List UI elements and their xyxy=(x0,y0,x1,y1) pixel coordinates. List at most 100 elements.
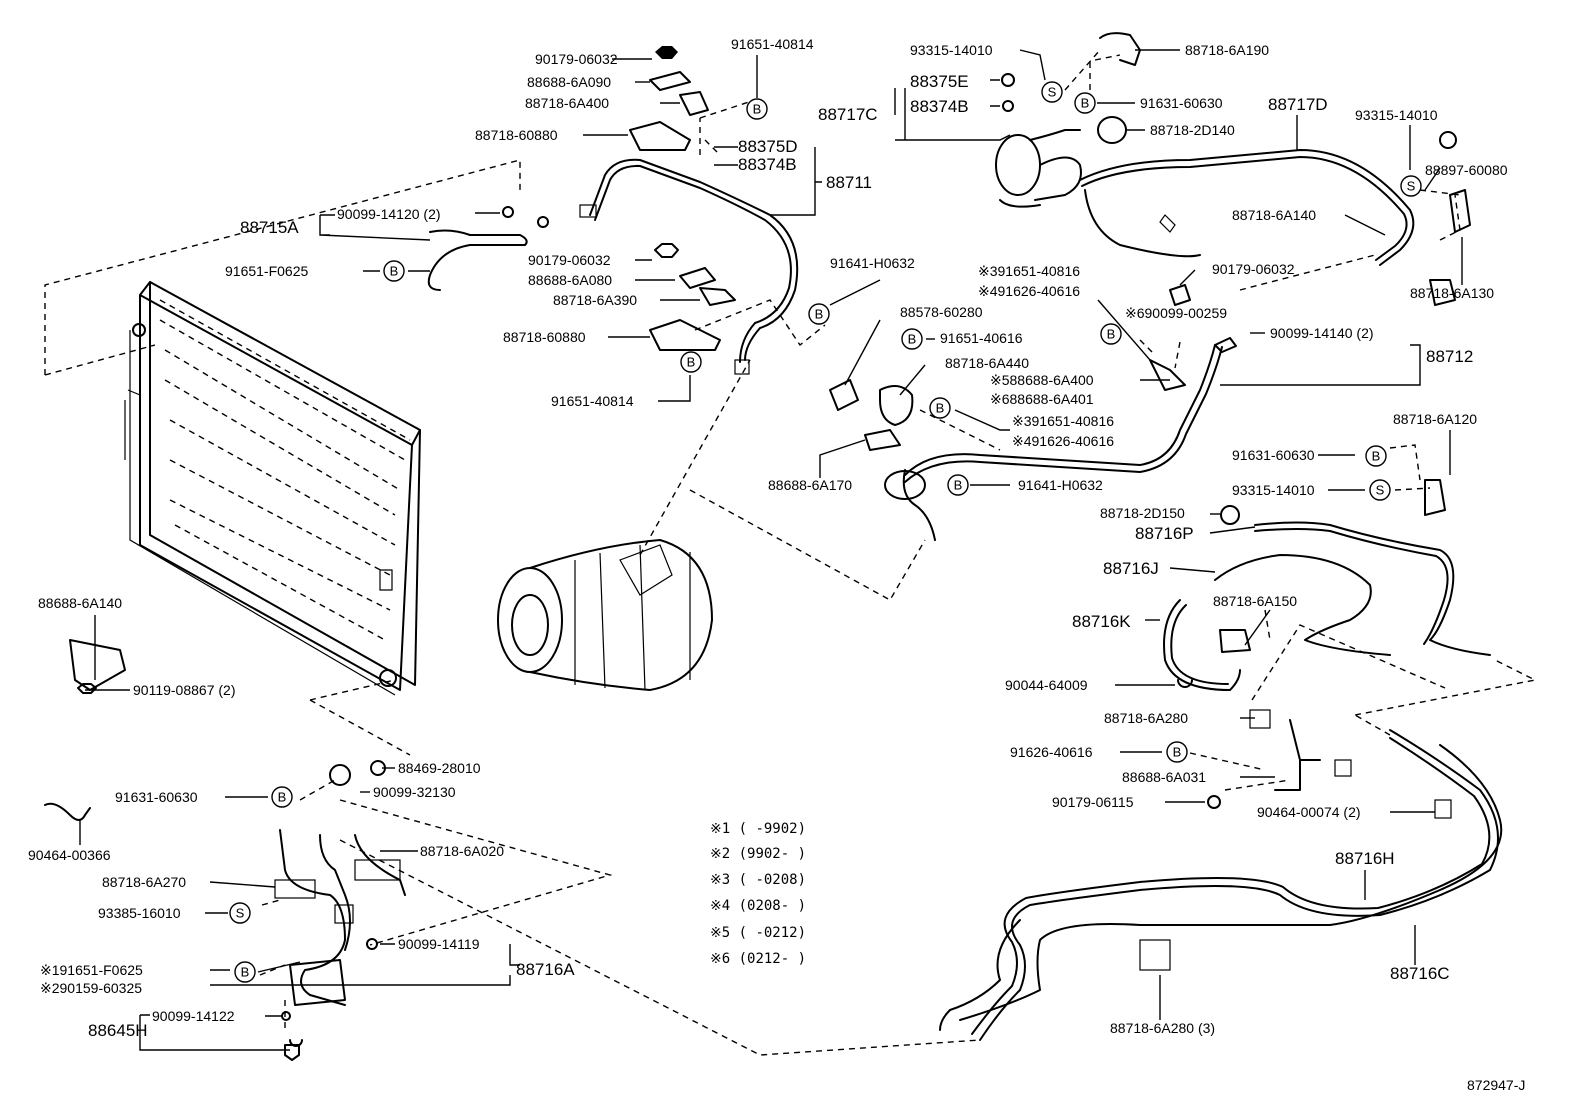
part-label: 90099-14122 xyxy=(152,1008,235,1024)
part-label: 91631-60630 xyxy=(115,789,198,805)
bolt-symbol xyxy=(1100,323,1122,345)
part-label: 88718-6A270 xyxy=(102,874,186,890)
condenser-drawing xyxy=(124,281,421,696)
part-label: ※491626-40616 xyxy=(978,283,1080,299)
part-label: 90179-06032 xyxy=(528,252,611,268)
part-label: 88718-6A190 xyxy=(1185,42,1269,58)
part-label: ※688688-6A401 xyxy=(990,391,1094,407)
svg-text:B: B xyxy=(1081,96,1090,111)
footnote: ※1 ( -9902) xyxy=(710,821,806,837)
part-label: 88712 xyxy=(1426,347,1473,366)
svg-text:S: S xyxy=(236,906,245,921)
footnote: ※4 (0208- ) xyxy=(710,898,806,914)
pipe-88712 xyxy=(884,337,1237,541)
part-label: 90119-08867 (2) xyxy=(133,682,235,698)
part-label: 91626-40616 xyxy=(1010,744,1093,760)
part-label: 88718-6A120 xyxy=(1393,411,1477,427)
screw-symbol xyxy=(1400,175,1422,197)
part-label: 93315-14010 xyxy=(1355,107,1438,123)
part-label: ※588688-6A400 xyxy=(990,372,1094,388)
part-label: 88897-60080 xyxy=(1425,162,1508,178)
footnote: ※5 ( -0212) xyxy=(710,925,806,941)
part-label: 88717D xyxy=(1268,95,1328,114)
part-label: 88718-2D140 xyxy=(1150,122,1235,138)
part-label: ※391651-40816 xyxy=(978,263,1080,279)
bolt-symbol xyxy=(808,303,830,325)
pipe-88711 xyxy=(579,158,799,375)
pipe-88717C-receiver xyxy=(995,129,1415,266)
svg-text:B: B xyxy=(687,355,696,370)
footnote: ※6 (0212- ) xyxy=(710,951,806,967)
svg-text:B: B xyxy=(1372,449,1381,464)
part-label: 90464-00074 (2) xyxy=(1257,804,1361,820)
part-label: 88717C xyxy=(818,105,878,124)
dashed-guides xyxy=(44,49,1538,1056)
svg-text:B: B xyxy=(954,478,963,493)
part-label: 93385-16010 xyxy=(98,905,181,921)
bolt-symbol xyxy=(234,961,256,983)
part-label: 88716H xyxy=(1335,849,1395,868)
svg-text:B: B xyxy=(936,401,945,416)
part-label: 91651-40814 xyxy=(731,36,814,52)
part-label: 88718-6A400 xyxy=(525,95,609,111)
part-label: ※191651-F0625 xyxy=(40,962,143,978)
part-label: 88718-6A020 xyxy=(420,843,504,859)
screw-symbol xyxy=(1369,479,1391,501)
part-label: ※491626-40616 xyxy=(1012,433,1114,449)
part-label: 91641-H0632 xyxy=(830,255,915,271)
part-label: 91651-40616 xyxy=(940,330,1023,346)
bolt-symbol xyxy=(1166,741,1188,763)
leader-lines xyxy=(79,49,1463,1051)
part-label: 88688-6A140 xyxy=(38,595,122,611)
part-label: 88718-6A280 xyxy=(1104,710,1188,726)
part-label: 90179-06032 xyxy=(535,51,618,67)
part-label: 88688-6A170 xyxy=(768,477,852,493)
part-label: 91631-60630 xyxy=(1232,447,1315,463)
part-label: 90179-06032 xyxy=(1212,261,1295,277)
bolt-symbol xyxy=(901,328,923,350)
part-label: 88578-60280 xyxy=(900,304,983,320)
bolt-symbol xyxy=(271,786,293,808)
part-label: 90464-00366 xyxy=(28,847,111,863)
svg-text:B: B xyxy=(278,790,287,805)
part-label: 90179-06115 xyxy=(1052,794,1134,810)
part-label: 90099-14119 xyxy=(398,936,480,952)
part-label: ※391651-40816 xyxy=(1012,413,1114,429)
bolt-symbol xyxy=(947,474,969,496)
part-label: 88716C xyxy=(1390,964,1450,983)
part-label: 88374B xyxy=(738,155,797,174)
part-labels: 90179-06032 91651-40814 88688-6A090 8871… xyxy=(28,36,1508,1040)
bolt-symbol xyxy=(1365,445,1387,467)
part-label: 88374B xyxy=(910,97,969,116)
part-label: 88716A xyxy=(516,960,575,979)
part-label: 88688-6A031 xyxy=(1122,769,1206,785)
svg-text:B: B xyxy=(908,332,917,347)
svg-text:B: B xyxy=(815,307,824,322)
fittings xyxy=(77,32,1471,1047)
svg-text:B: B xyxy=(1107,327,1116,342)
pipe-88716-group xyxy=(939,521,1503,1041)
diagram-id: 872947-J xyxy=(1467,1077,1525,1093)
compressor-drawing xyxy=(497,539,713,691)
part-label: 88469-28010 xyxy=(398,760,481,776)
part-label: 88718-6A140 xyxy=(1232,207,1316,223)
part-label: 88718-60880 xyxy=(503,329,586,345)
circled-symbols: B B B B S B S B B B B B S B B S B xyxy=(229,81,1422,983)
part-label: 88715A xyxy=(240,218,299,237)
svg-text:S: S xyxy=(1407,179,1416,194)
part-label: 88718-6A150 xyxy=(1213,593,1297,609)
bolt-symbol xyxy=(929,397,951,419)
part-label: 88716P xyxy=(1135,524,1194,543)
date-footnotes: ※1 ( -9902) ※2 (9902- ) ※3 ( -0208) ※4 (… xyxy=(710,821,806,967)
part-label: 88375D xyxy=(738,137,798,156)
part-label: 88711 xyxy=(826,173,872,192)
footnote: ※3 ( -0208) xyxy=(710,872,806,888)
part-label: 88375E xyxy=(910,72,969,91)
screw-symbol xyxy=(229,902,251,924)
part-label: 90044-64009 xyxy=(1005,677,1088,693)
part-label: ※690099-00259 xyxy=(1125,305,1227,321)
part-label: 91641-H0632 xyxy=(1018,477,1103,493)
part-label: 93315-14010 xyxy=(910,42,993,58)
part-label: 90099-14120 (2) xyxy=(337,206,441,222)
